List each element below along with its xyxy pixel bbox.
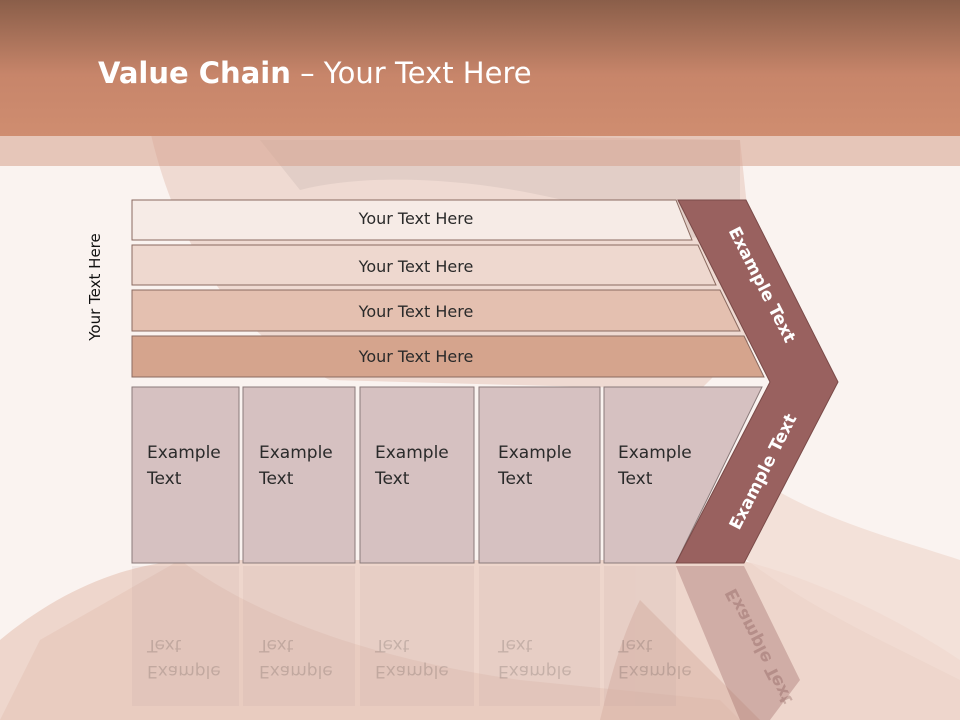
chevron-arrow bbox=[675, 199, 839, 564]
box-2-reflection: Example Text bbox=[259, 632, 333, 684]
slide-title: Value Chain – Your Text Here bbox=[98, 56, 532, 90]
box-1-reflection-line-2: Text bbox=[147, 635, 182, 655]
row-1-bar bbox=[131, 199, 693, 241]
row-3-bar bbox=[131, 289, 741, 332]
box-2-line-2: Text bbox=[259, 469, 294, 489]
box-4-line-1: Example bbox=[498, 443, 572, 463]
chevron-reflection bbox=[676, 566, 800, 720]
side-label: Your Text Here bbox=[86, 233, 104, 341]
box-4-reflection-line-1: Example bbox=[498, 661, 572, 681]
box-5-reflection-line-1: Example bbox=[618, 661, 692, 681]
reflection bbox=[132, 566, 676, 706]
row-4-label: Your Text Here bbox=[358, 347, 474, 366]
box-1-reflection: Example Text bbox=[147, 632, 221, 684]
box-1 bbox=[131, 386, 240, 564]
header-band bbox=[0, 0, 960, 136]
box-5-reflection-line-2: Text bbox=[618, 635, 653, 655]
box-4-line-2: Text bbox=[498, 469, 533, 489]
box-2-reflection-line-1: Example bbox=[259, 661, 333, 681]
box-4 bbox=[478, 386, 601, 564]
header-strip bbox=[0, 136, 960, 166]
box-5-line-2: Text bbox=[618, 469, 653, 489]
row-1-label: Your Text Here bbox=[358, 209, 474, 228]
box-1-reflection-line-1: Example bbox=[147, 661, 221, 681]
box-5-line-1: Example bbox=[618, 443, 692, 463]
box-3-reflection-line-2: Text bbox=[375, 635, 410, 655]
box-2 bbox=[242, 386, 356, 564]
box-2-line-1: Example bbox=[259, 443, 333, 463]
row-3-label: Your Text Here bbox=[358, 302, 474, 321]
box-3 bbox=[359, 386, 475, 564]
box-3-line-2: Text bbox=[375, 469, 410, 489]
box-5-reflection: Example Text bbox=[618, 632, 692, 684]
row-4-bar bbox=[131, 335, 765, 378]
box-1-line-1: Example bbox=[147, 443, 221, 463]
box-3-reflection-line-1: Example bbox=[375, 661, 449, 681]
box-2-reflection-line-2: Text bbox=[259, 635, 294, 655]
row-2-bar bbox=[131, 244, 717, 286]
title-bold: Value Chain bbox=[98, 56, 291, 90]
box-4-reflection-line-2: Text bbox=[498, 635, 533, 655]
title-rest: – Your Text Here bbox=[290, 56, 532, 90]
box-3-line-1: Example bbox=[375, 443, 449, 463]
box-1-line-2: Text bbox=[147, 469, 182, 489]
row-2-label: Your Text Here bbox=[358, 257, 474, 276]
box-3-reflection: Example Text bbox=[375, 632, 449, 684]
box-4-reflection: Example Text bbox=[498, 632, 572, 684]
